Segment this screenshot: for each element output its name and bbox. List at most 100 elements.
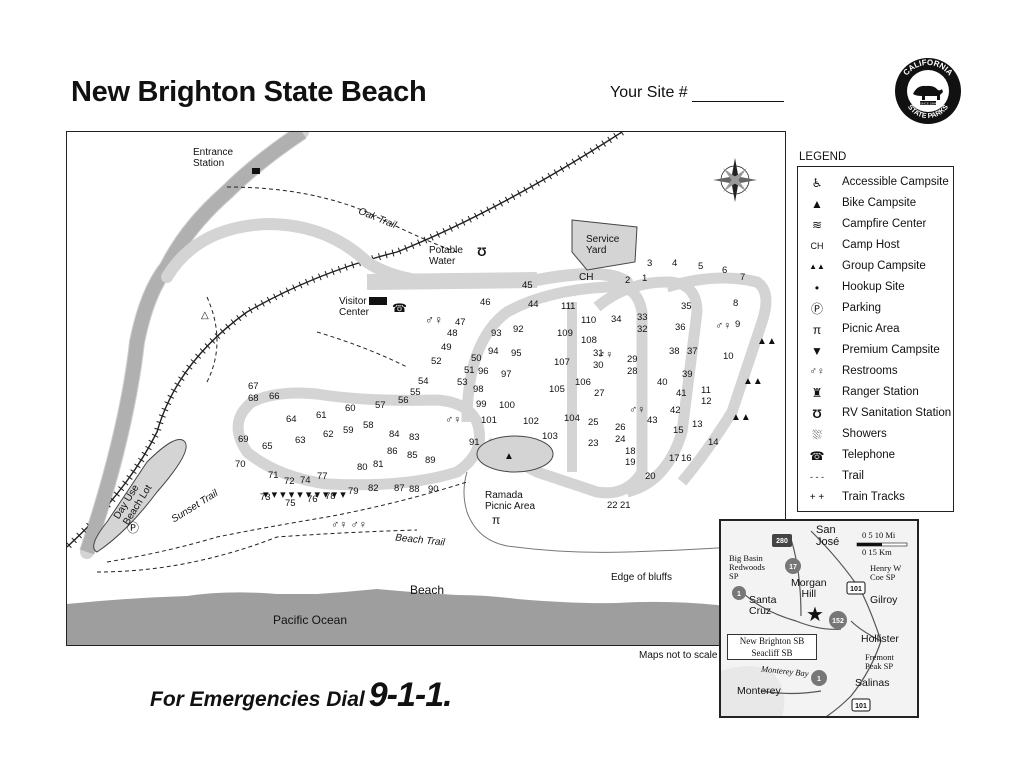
campsite-number: 97 bbox=[501, 369, 512, 380]
western-loop-road bbox=[232, 387, 485, 491]
picnic-area-icon: △ bbox=[201, 310, 209, 321]
highway-101-shield: 101 bbox=[850, 586, 862, 593]
campsite-number: 111 bbox=[561, 301, 576, 312]
campsite-number: 15 bbox=[673, 425, 684, 436]
campsite-number: 85 bbox=[407, 450, 418, 461]
campsite-number: 5 bbox=[698, 261, 704, 272]
svg-text:♂♀: ♂♀ bbox=[425, 313, 443, 327]
campsite-number: 106 bbox=[575, 377, 591, 388]
legend-label: Hookup Site bbox=[842, 281, 905, 293]
campsite-number: 69 bbox=[238, 434, 249, 445]
campsite-number: 43 bbox=[647, 415, 658, 426]
group-campsite-3-icon: ▲▲ bbox=[731, 412, 751, 423]
legend-title: LEGEND bbox=[799, 151, 847, 163]
day-use-beach-lot-shape bbox=[93, 439, 187, 553]
campsite-number: 7 bbox=[740, 272, 746, 283]
legend-item: - - -Trail bbox=[798, 467, 953, 487]
legend-item: ▼Premium Campsite bbox=[798, 341, 953, 361]
legend-item: ♜Ranger Station bbox=[798, 383, 953, 403]
campsite-number: 62 bbox=[323, 429, 334, 440]
service-yard-label: Service Yard bbox=[586, 234, 620, 256]
campsite-number: 110 bbox=[581, 315, 597, 326]
star-location-icon: ★ bbox=[806, 604, 824, 626]
parking-icon: Ⓟ bbox=[810, 302, 823, 316]
visitor-center-label: Visitor Center bbox=[339, 296, 370, 318]
visitor-center-building-icon bbox=[369, 297, 387, 305]
legend-item: ▲ Bike Campsite bbox=[798, 194, 953, 214]
campsite-number: 60 bbox=[345, 403, 356, 414]
campsite-number: 75 bbox=[285, 498, 296, 509]
campsite-number: 58 bbox=[363, 420, 374, 431]
legend-item: ▲▲Group Campsite bbox=[798, 257, 953, 277]
emergency-number: 9-1-1. bbox=[368, 676, 453, 714]
campsite-number: 22 bbox=[607, 500, 618, 511]
campsite-number: 92 bbox=[513, 324, 524, 335]
campsite-number: 40 bbox=[657, 377, 668, 388]
campsite-number: 37 bbox=[687, 346, 698, 357]
bike-campsite-icon: ▲ bbox=[811, 197, 823, 211]
entrance-road-outline bbox=[79, 132, 307, 555]
highway-1-shield: 1 bbox=[737, 591, 741, 598]
campsite-number: 57 bbox=[375, 400, 386, 411]
maps-not-to-scale-note: Maps not to scale bbox=[639, 650, 718, 661]
campsite-number: 39 bbox=[682, 369, 693, 380]
campsite-number: 59 bbox=[343, 425, 354, 436]
accessible-icon: ♿ bbox=[811, 176, 823, 190]
campsite-number: 48 bbox=[447, 328, 458, 339]
campsite-number: 79 bbox=[348, 486, 359, 497]
ranger-station-icon: ♜ bbox=[811, 386, 823, 400]
your-site-field: Your Site # bbox=[610, 84, 784, 102]
inset-gilroy-label: Gilroy bbox=[870, 594, 898, 606]
seal-since-text: SINCE 1864 bbox=[920, 101, 937, 105]
inset-hollister-label: Hollister bbox=[861, 633, 899, 645]
campsite-number: 27 bbox=[594, 388, 605, 399]
campsite-number: 91 bbox=[469, 437, 480, 448]
edge-of-bluffs-line bbox=[463, 471, 785, 553]
campsite-number: 72 bbox=[284, 476, 295, 487]
beach-label: Beach bbox=[410, 583, 445, 597]
legend-label: Bike Campsite bbox=[842, 197, 917, 209]
train-tracks-icon: + + bbox=[809, 492, 825, 503]
campsite-number: 26 bbox=[615, 422, 626, 433]
restrooms-icon: ♂♀ bbox=[809, 366, 825, 377]
campsite-number: 78 bbox=[325, 491, 336, 502]
ramada-picnic-area-shape bbox=[476, 435, 554, 473]
campsite-number: 68 bbox=[248, 393, 259, 404]
east-loop-road-1 bbox=[593, 276, 703, 498]
rv-sanitation-icon: Ʊ bbox=[812, 407, 822, 421]
legend-label: Picnic Area bbox=[842, 323, 900, 335]
campsite-number: 38 bbox=[669, 346, 680, 357]
campground-map: ♂♀ ♂♀ ♂♀ ♂♀ ♂♀ ♂♀ ♂♀ ▾ ▾ ▾ ▾ ▾ ▾ ▾ ▾ ▾ ▾… bbox=[66, 131, 786, 646]
svg-text:▾ ▾ ▾ ▾ ▾ ▾ ▾ ▾ ▾ ▾: ▾ ▾ ▾ ▾ ▾ ▾ ▾ ▾ ▾ ▾ bbox=[263, 489, 346, 501]
campsite-number: 83 bbox=[409, 432, 420, 443]
campsite-number: 105 bbox=[549, 384, 565, 395]
visitor-center-road bbox=[366, 272, 538, 290]
group-campsite-icon: ▲▲ bbox=[809, 262, 825, 271]
campsite-number: 52 bbox=[431, 356, 442, 367]
campsite-number: 14 bbox=[708, 437, 719, 448]
legend-item: ≋Campfire Center bbox=[798, 215, 953, 235]
inset-morgan-hill-label: Morgan Hill bbox=[791, 577, 827, 601]
parking-icon: Ⓟ bbox=[127, 521, 139, 535]
inset-park-callout: New Brighton SB Seacliff SB bbox=[727, 634, 817, 660]
your-site-blank-line bbox=[691, 87, 784, 102]
campsite-number: 93 bbox=[491, 328, 502, 339]
campsite-number: 54 bbox=[418, 376, 429, 387]
camp-host-icon: CH bbox=[810, 241, 824, 251]
legend-item: + +Train Tracks bbox=[798, 488, 953, 508]
campsite-number: 66 bbox=[269, 391, 280, 402]
campsite-number: 24 bbox=[615, 434, 626, 445]
campsite-number: 55 bbox=[410, 387, 421, 398]
campsite-number: 49 bbox=[441, 342, 452, 353]
campsite-number: 20 bbox=[645, 471, 656, 482]
campsite-number: 17 bbox=[669, 453, 680, 464]
your-site-label: Your Site # bbox=[610, 84, 688, 101]
monterey-bay-shape bbox=[721, 666, 785, 716]
highway-152-shield: 152 bbox=[832, 618, 844, 625]
hookup-site-icon: • bbox=[814, 281, 820, 295]
campsite-number: 100 bbox=[499, 400, 515, 411]
campsite-number: 107 bbox=[554, 357, 570, 368]
entrance-road bbox=[80, 132, 309, 559]
